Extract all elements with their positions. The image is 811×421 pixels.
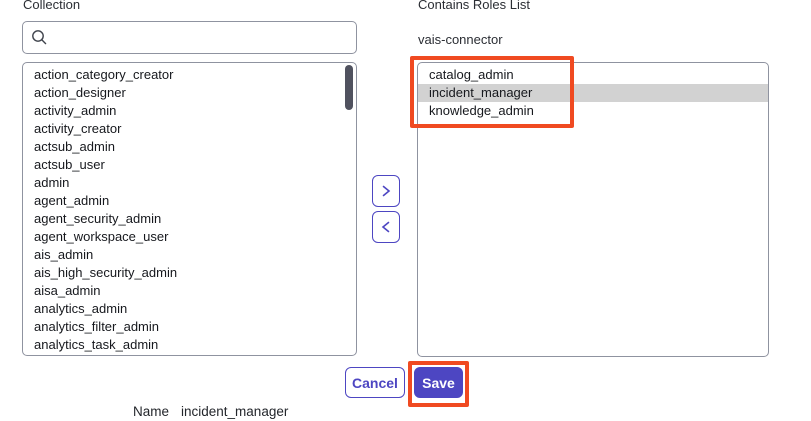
collection-list-item[interactable]: analytics_task_admin [34, 337, 159, 352]
collection-list-item[interactable]: analytics_admin [34, 301, 128, 316]
search-input[interactable] [55, 30, 348, 45]
roles-list-item[interactable]: incident_manager [418, 84, 768, 102]
collection-list-item[interactable]: actsub_user [34, 157, 105, 172]
collection-list-item[interactable]: analytics_viewer [23, 354, 356, 355]
collection-list-item[interactable]: ais_admin [34, 247, 94, 262]
collection-list-item[interactable]: action_designer [34, 85, 126, 100]
collection-list-item[interactable]: agent_security_admin [34, 211, 162, 226]
contains-roles-list-label: Contains Roles List [418, 0, 530, 12]
roles-list-item[interactable]: catalog_admin [429, 67, 514, 82]
collection-list-item[interactable]: agent_admin [34, 193, 110, 208]
collection-list-item[interactable]: ais_high_security_admin [34, 265, 178, 280]
cancel-button[interactable]: Cancel [345, 367, 405, 398]
collection-list-item[interactable]: action_category_creator [34, 67, 174, 82]
collection-list-item[interactable]: aisa_admin [34, 283, 101, 298]
collection-label: Collection [23, 0, 81, 12]
search-box [22, 21, 357, 54]
collection-list-item[interactable]: admin [34, 175, 70, 190]
collection-list-item[interactable]: agent_workspace_user [34, 229, 169, 244]
collection-list-item[interactable]: activity_creator [34, 121, 122, 136]
chevron-right-icon [382, 185, 391, 197]
role-name-sublabel: vais-connector [418, 32, 503, 47]
collection-list-item[interactable]: activity_admin [34, 103, 117, 118]
chevron-left-icon [381, 221, 390, 233]
name-label: Name [133, 404, 170, 419]
collection-list-item[interactable]: actsub_admin [34, 139, 115, 154]
move-left-button[interactable] [372, 211, 400, 243]
name-row: Name incident_manager [133, 403, 288, 420]
roles-list-item[interactable]: knowledge_admin [429, 103, 534, 118]
save-button[interactable]: Save [414, 367, 463, 398]
collection-list-item[interactable]: analytics_filter_admin [34, 319, 160, 334]
name-value: incident_manager [181, 404, 289, 419]
search-icon [32, 30, 47, 45]
scrollbar-thumb[interactable] [345, 65, 353, 110]
move-right-button[interactable] [372, 175, 400, 207]
